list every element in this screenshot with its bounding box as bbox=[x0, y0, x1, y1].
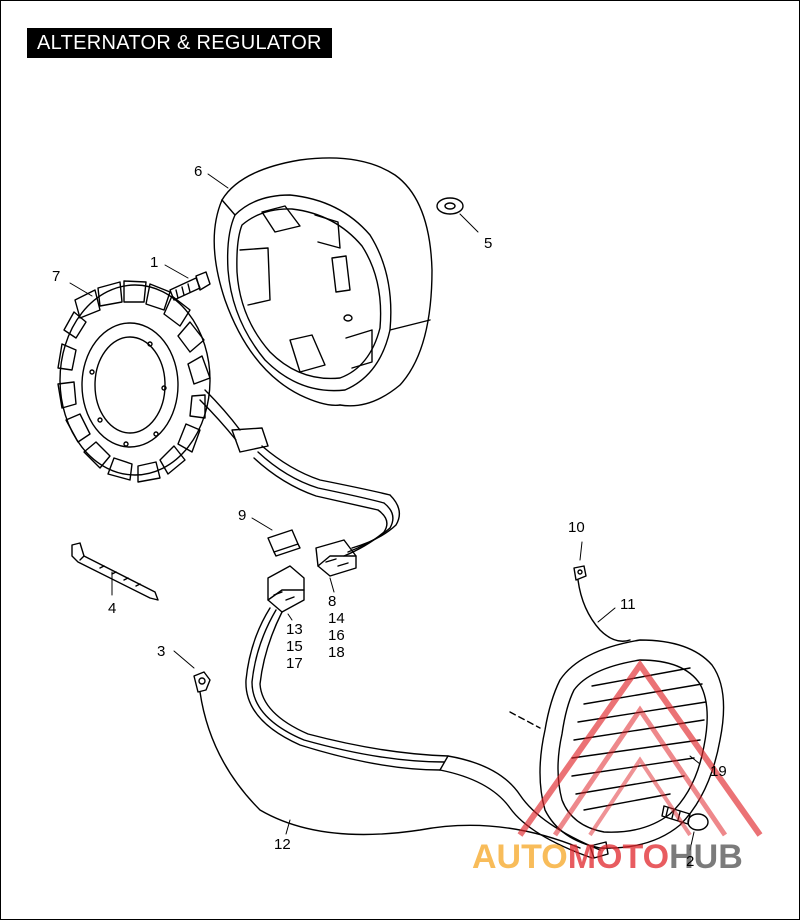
bolt-part bbox=[169, 271, 211, 301]
callout-9: 9 bbox=[238, 507, 246, 524]
callout-4: 4 bbox=[108, 600, 116, 617]
stator-part bbox=[57, 280, 211, 483]
callout-1: 1 bbox=[150, 254, 158, 271]
callout-17: 17 bbox=[286, 655, 303, 672]
cable-tie-part bbox=[71, 542, 159, 601]
watermark-logo: AUTOMOTOHUB bbox=[472, 659, 763, 876]
callout-18: 18 bbox=[328, 644, 345, 661]
callout-3: 3 bbox=[157, 643, 165, 660]
rotor-part bbox=[213, 157, 433, 407]
callout-8: 8 bbox=[328, 593, 336, 610]
callout-2: 2 bbox=[686, 853, 694, 870]
callout-labels: 1 2 3 4 5 6 7 8 9 10 11 12 13 14 15 16 1… bbox=[52, 163, 727, 870]
connector-13-part bbox=[267, 565, 305, 613]
watermark-auto: AUTO bbox=[472, 838, 568, 876]
callout-14: 14 bbox=[328, 610, 345, 627]
washer-part bbox=[436, 197, 464, 215]
stator-harness bbox=[199, 389, 401, 557]
callout-6: 6 bbox=[194, 163, 202, 180]
callout-13: 13 bbox=[286, 621, 303, 638]
callout-12: 12 bbox=[274, 836, 291, 853]
wire-11-part bbox=[573, 565, 631, 642]
diagram-title: ALTERNATOR & REGULATOR bbox=[27, 28, 332, 58]
ground-wire-part bbox=[193, 671, 581, 849]
callout-15: 15 bbox=[286, 638, 303, 655]
callout-11: 11 bbox=[620, 596, 636, 613]
watermark-hub: HUB bbox=[669, 838, 743, 876]
leader-lines bbox=[69, 173, 701, 851]
regulator-bolt-part bbox=[661, 805, 709, 831]
callout-5: 5 bbox=[484, 235, 492, 252]
watermark-moto: MOTO bbox=[568, 838, 669, 876]
callout-7: 7 bbox=[52, 268, 60, 285]
svg-text:AUTOMOTOHUB: AUTOMOTOHUB bbox=[472, 838, 743, 876]
clip-part bbox=[267, 529, 301, 557]
callout-19: 19 bbox=[710, 763, 727, 780]
connector-8-part bbox=[315, 539, 357, 577]
callout-10: 10 bbox=[568, 519, 585, 536]
callout-16: 16 bbox=[328, 627, 345, 644]
